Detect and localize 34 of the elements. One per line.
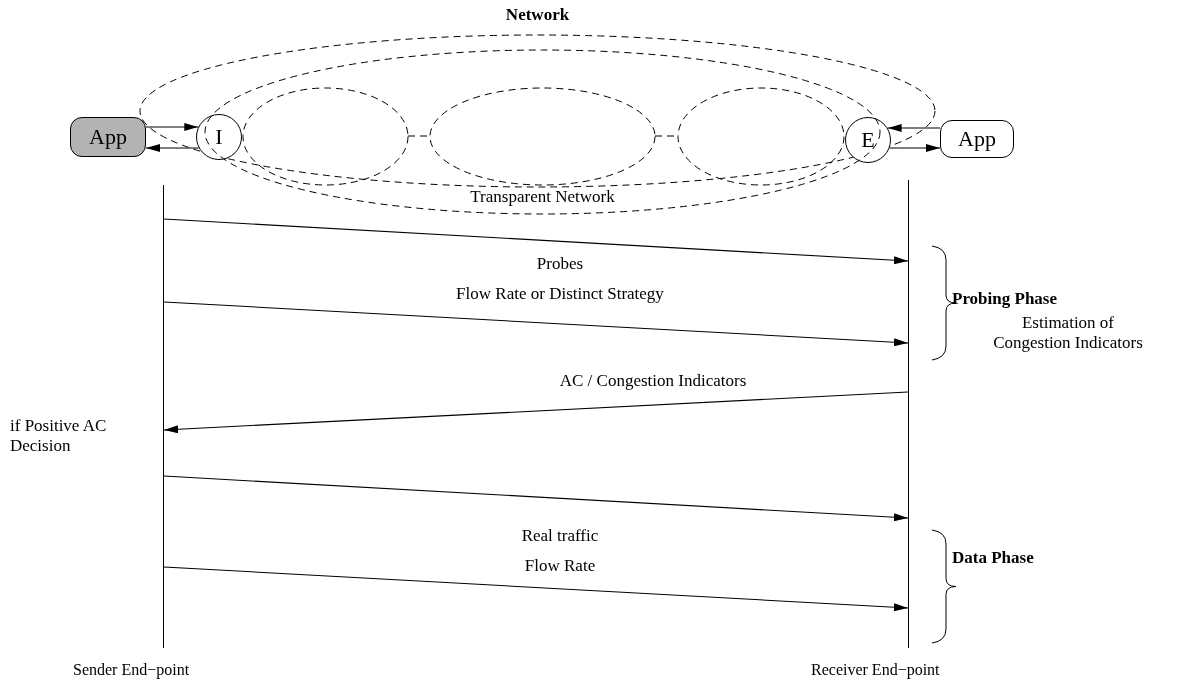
app-label: App xyxy=(89,125,127,149)
phase-title: Probing Phase xyxy=(952,289,1057,309)
annotation: Real traffic xyxy=(521,526,599,546)
arrow xyxy=(145,144,200,152)
annotation: Flow Rate or Distinct Strategy xyxy=(456,284,664,304)
arrow xyxy=(163,475,909,522)
annotation: Probes xyxy=(536,254,584,274)
app-label: App xyxy=(958,127,996,151)
arrow xyxy=(163,218,909,265)
dashed-ellipse xyxy=(205,50,880,214)
region-label: Network xyxy=(505,5,570,25)
region-label: Transparent Network xyxy=(470,187,615,207)
arrow xyxy=(145,123,199,131)
node-letter: E xyxy=(861,128,875,152)
arrow xyxy=(163,301,909,347)
arrow xyxy=(163,566,909,612)
node-letter: I xyxy=(215,125,223,149)
arrow xyxy=(887,124,941,132)
app-box xyxy=(70,117,146,157)
annotation: Flow Rate xyxy=(524,556,596,576)
endpoint-label: Receiver End−point xyxy=(811,660,940,680)
dashed-ellipse xyxy=(678,88,844,185)
endpoint-label: Sender End−point xyxy=(73,660,190,680)
annotation: if Positive AC Decision xyxy=(10,416,108,456)
circle-node xyxy=(196,114,242,160)
app-box xyxy=(940,120,1014,158)
arrow xyxy=(889,144,941,152)
dashed-ellipse xyxy=(243,88,408,185)
phase-title: Data Phase xyxy=(952,548,1034,568)
dashed-ellipse xyxy=(430,88,655,185)
edge-label: AC / Congestion Indicators xyxy=(559,371,747,391)
arrow xyxy=(163,391,909,434)
circle-node xyxy=(845,117,891,163)
annotation: Estimation of Congestion Indicators xyxy=(992,313,1144,353)
